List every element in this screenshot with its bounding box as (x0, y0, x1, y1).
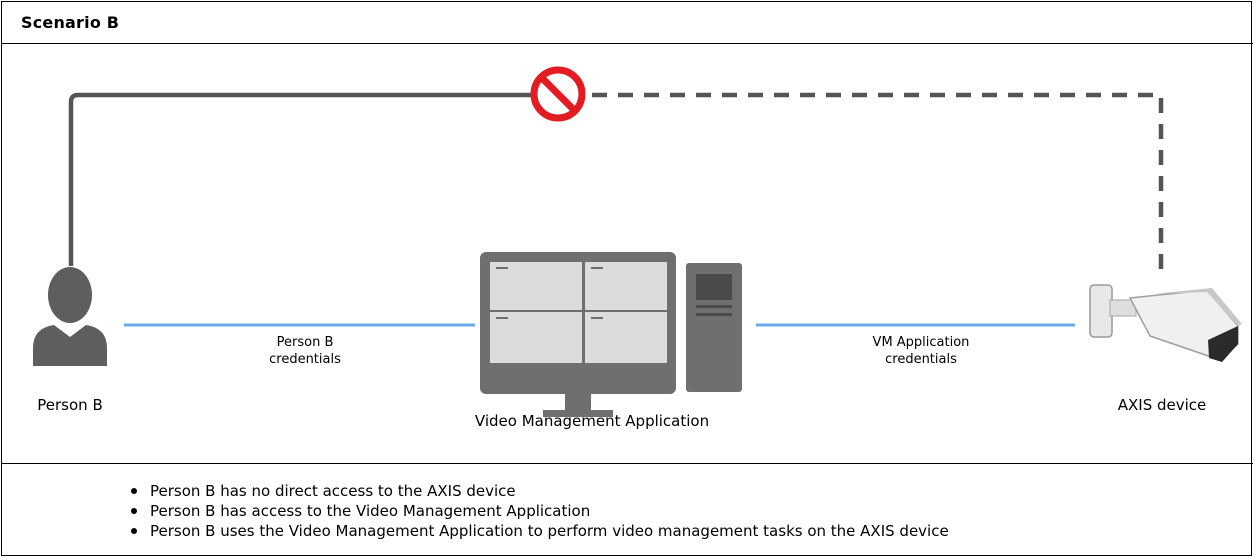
diagram-canvas (33, 66, 1242, 417)
person-icon (33, 267, 107, 366)
scenario-header: Scenario B (2, 2, 1253, 44)
security-camera-icon (1089, 284, 1242, 362)
vma-label: Video Management Application (474, 412, 710, 430)
computer-tower-icon (686, 263, 742, 392)
person-label: Person B (37, 396, 103, 414)
direct-access-path-dashed (592, 92, 1164, 276)
diagram-area: Person B credentials VM Application cred… (2, 44, 1253, 464)
prohibited-icon (530, 66, 586, 122)
link-right-label-line2: credentials (885, 352, 957, 367)
link-right-label-line1: VM Application (872, 335, 970, 350)
notes-item: Person B uses the Video Management Appli… (129, 521, 949, 541)
notes-item: Person B has no direct access to the AXI… (129, 481, 949, 501)
link-right-label: VM Application credentials (851, 334, 991, 368)
device-label: AXIS device (1117, 396, 1207, 414)
notes-area: Person B has no direct access to the AXI… (2, 464, 1253, 557)
direct-access-path-solid (68, 92, 537, 266)
link-left-label-line2: credentials (269, 352, 341, 367)
notes-item: Person B has access to the Video Managem… (129, 501, 949, 521)
scenario-title: Scenario B (21, 13, 120, 32)
notes-list: Person B has no direct access to the AXI… (129, 481, 949, 541)
link-left-label: Person B credentials (250, 334, 360, 368)
monitor-icon (480, 252, 676, 417)
link-left-label-line1: Person B (276, 335, 334, 350)
